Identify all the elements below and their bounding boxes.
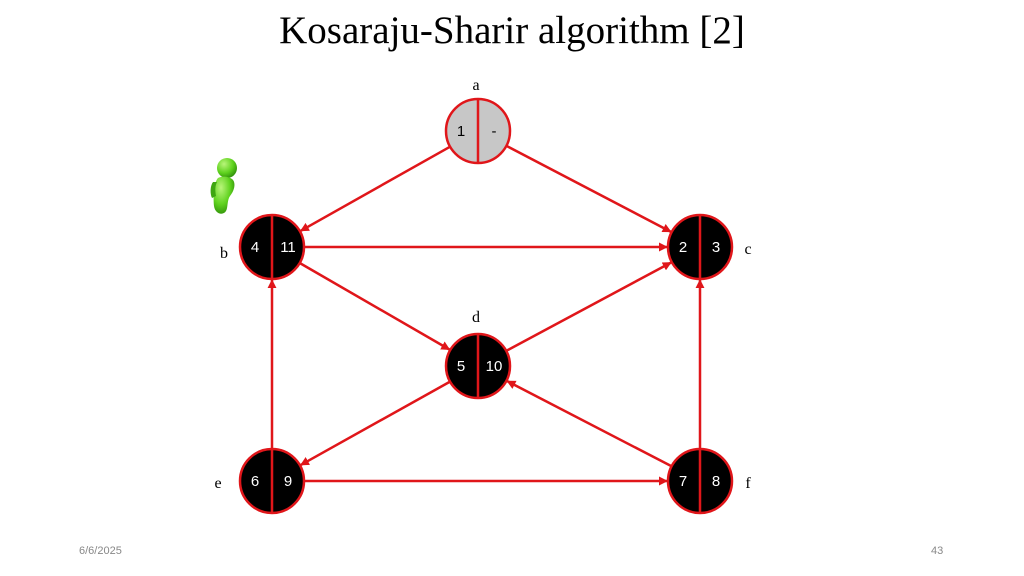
person-icon — [210, 158, 237, 214]
vertex-post-number: 8 — [712, 473, 720, 490]
slide-title: Kosaraju-Sharir algorithm [2] — [279, 9, 745, 52]
edge-f-d — [506, 380, 673, 468]
edges-layer — [267, 144, 705, 486]
vertex-label: b — [220, 245, 228, 262]
vertex-a: 1 - a — [444, 77, 512, 165]
slide-page-number: 43 — [931, 545, 944, 557]
vertex-pre-number: 5 — [457, 358, 465, 375]
vertex-label: e — [214, 475, 221, 492]
vertex-post-number: 3 — [712, 239, 720, 256]
vertex-pre-number: 6 — [251, 473, 259, 490]
slide-date: 6/6/2025 — [79, 545, 122, 557]
vertex-post-number: 11 — [280, 239, 296, 256]
vertex-label: d — [472, 309, 480, 326]
vertex-f: 7 8 f — [666, 447, 751, 515]
edge-a-c — [505, 144, 672, 233]
vertex-label: c — [744, 241, 751, 258]
nodes-layer: 1 - a 4 11 b 2 3 c 5 10 d 6 9 e 7 8 f — [214, 77, 752, 515]
edge-a-b — [299, 145, 451, 232]
vertex-e: 6 9 e — [214, 447, 306, 515]
vertex-pre-number: 1 — [457, 123, 465, 140]
vertex-post-number: 9 — [284, 473, 292, 490]
vertex-b: 4 11 b — [220, 213, 306, 281]
edge-d-c — [505, 261, 672, 352]
vertex-label: a — [472, 77, 479, 94]
edge-b-d — [299, 261, 451, 351]
vertex-pre-number: 4 — [251, 239, 259, 256]
vertex-d: 5 10 d — [444, 309, 512, 400]
vertex-pre-number: 2 — [679, 239, 687, 256]
vertex-c: 2 3 c — [666, 213, 752, 281]
vertex-post-number: 10 — [486, 358, 503, 375]
vertex-pre-number: 7 — [679, 473, 687, 490]
vertex-post-number: - — [492, 123, 497, 140]
edge-d-e — [300, 380, 451, 467]
vertex-label: f — [745, 475, 751, 492]
